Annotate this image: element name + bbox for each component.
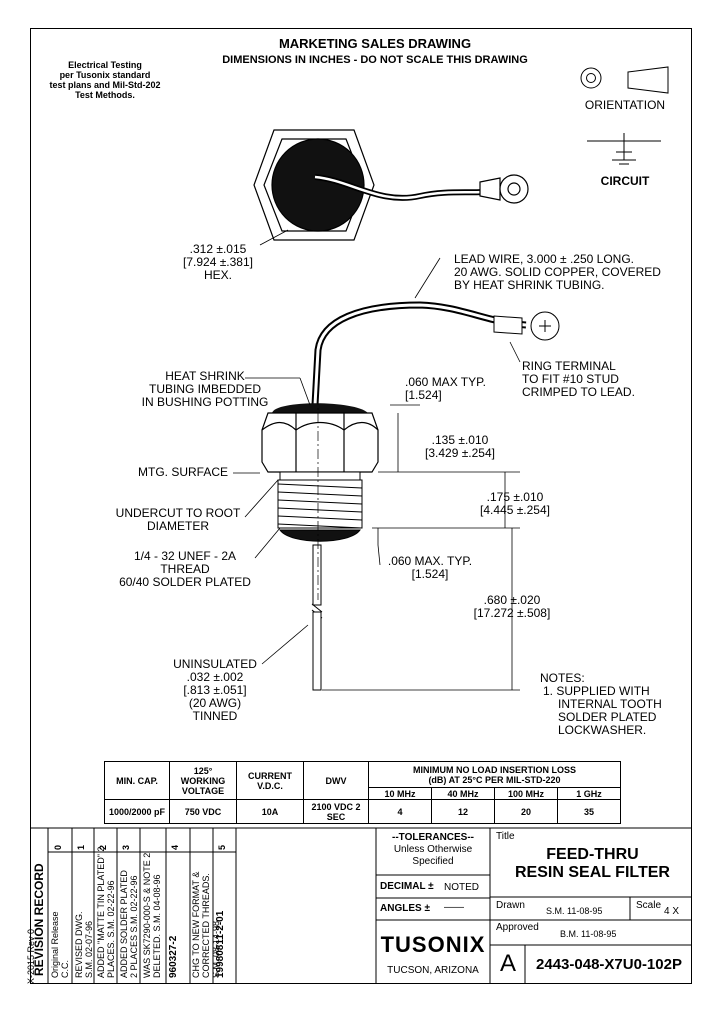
rev-4-id: 960327-2 [168,935,179,978]
val-current: 10A [236,799,304,824]
hex-body [261,412,379,473]
scale-label: Scale [636,900,662,911]
size-letter: A [499,950,516,977]
potting-dome [272,403,368,413]
rev-1-text: REVISED DWG.S.M. 02-07-96 [74,911,94,978]
rev-4-number: 4 [170,844,180,850]
max-typ-dimension: .060 MAX TYP.[1.524] [405,375,486,402]
orientation-label: ORIENTATION [584,98,666,112]
approved-value: B.M. 11-08-95 [560,929,617,939]
rev-1-number: 1 [76,844,86,850]
rev-0-number: 0 [53,844,63,850]
title-label: Title [496,831,515,842]
angles-value: —— [444,902,464,913]
company-logo: TUSONIX [380,932,486,957]
circuit-label: CIRCUIT [600,174,650,188]
spec-table: MIN. CAP. 125° WORKING VOLTAGE CURRENT V… [104,761,621,824]
company-location: TUCSON, ARIZONA [387,965,479,976]
drawing-subtitle: DIMENSIONS IN INCHES - DO NOT SCALE THIS… [222,54,528,66]
rev-5-number: 5 [217,844,227,850]
d135-dimension: .135 ±.010[3.429 ±.254] [425,433,495,460]
thread [277,471,363,542]
val-1ghz: 35 [557,799,621,824]
val-100mhz: 20 [494,799,558,824]
drawn-value: S.M. 11-08-95 [546,906,603,916]
lead-wire-note: LEAD WIRE, 3.000 ± .250 LONG.20 AWG. SOL… [454,252,661,292]
d680-dimension: .680 ±.020[17.272 ±.508] [473,593,551,620]
part-number: 2443-048-X7U0-102P [536,956,682,973]
uninsulated-note: UNINSULATED.032 ±.002 [.813 ±.051](20 AW… [173,657,257,723]
d175-dimension: .175 ±.010[4.445 ±.254] [480,490,550,517]
val-40mhz: 12 [431,799,495,824]
drawing-frame [30,28,692,984]
drawing-title: MARKETING SALES DRAWING [278,36,472,51]
val-10mhz: 4 [368,799,432,824]
approved-label: Approved [496,922,539,933]
decimal-label: DECIMAL ± [380,881,434,892]
max-typ2-dimension: .060 MAX. TYP.[1.524] [387,554,473,581]
notes: NOTES: 1. SUPPLIED WITH INTERNAL TOOTH S… [540,671,662,737]
pin [311,544,323,691]
col-dwv: DWV [303,761,369,800]
rev-3-number: 3 [121,844,131,850]
decimal-value: NOTED [444,882,479,893]
col-insertion-loss: MINIMUM NO LOAD INSERTION LOSS(dB) AT 25… [368,761,621,788]
dimension-lines [233,229,521,691]
scale-value: 4 X [664,906,680,917]
mtg-surface-label: MTG. SURFACE [138,465,229,479]
revision-title: REVISION RECORD [32,863,46,976]
drawn-label: Drawn [496,900,525,911]
lead-wire [311,301,560,406]
hex-top-view [253,129,529,241]
circuit-symbol [587,133,661,165]
hex-dimension: .312 ±.015[7.924 ±.381]HEX. [183,242,253,282]
angles-label: ANGLES ± [380,903,430,914]
orientation-symbol [580,66,669,94]
rev-5-id: 19980811-2-01 [215,910,226,978]
col-current: CURRENT V.D.C. [236,761,304,800]
